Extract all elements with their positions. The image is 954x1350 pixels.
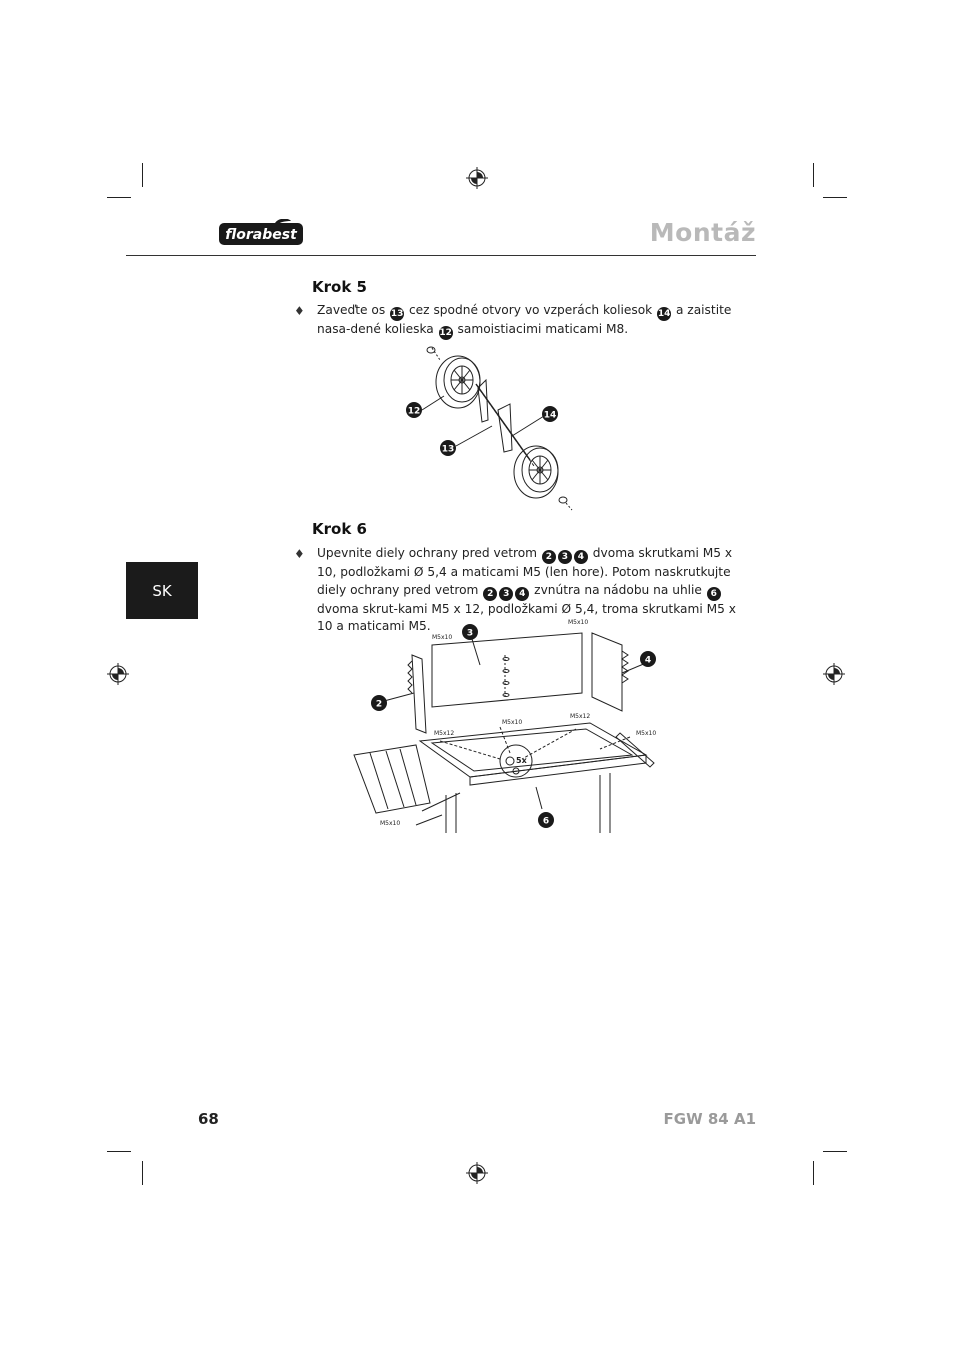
crop-mark: [107, 1151, 131, 1152]
part-number-badge: 14: [657, 307, 672, 321]
step5-wheel-assembly-figure: 12 14 13: [406, 346, 573, 511]
screw-label: M5x10: [502, 719, 522, 726]
screw-label: M5x10: [432, 634, 452, 641]
quantity-label: 5x: [516, 756, 528, 765]
screw-label: M5x10: [636, 730, 656, 737]
crop-mark: [813, 1161, 814, 1185]
part-label: 6: [543, 817, 549, 827]
brand-name: florabest: [225, 227, 298, 243]
crop-mark: [142, 1161, 143, 1185]
header-divider: [126, 255, 756, 256]
part-label: 2: [376, 700, 382, 710]
brand-logo: florabest: [219, 218, 303, 245]
crop-mark: [823, 1151, 847, 1152]
step6-heading: Krok 6: [312, 520, 367, 538]
step5-heading: Krok 5: [312, 278, 367, 296]
crop-mark: [107, 197, 131, 198]
part-label: 4: [645, 656, 651, 666]
part-label: 12: [408, 407, 421, 417]
part-number-badge: 13: [390, 307, 405, 321]
page-title: Montáž: [649, 218, 756, 247]
part-label: 13: [442, 445, 455, 455]
screw-label: M5x12: [434, 730, 454, 737]
step5-instructions: Zaveďte os 13 cez spodné otvory vo vzper…: [317, 303, 732, 340]
part-number-badge: 6: [706, 586, 721, 601]
part-number-badge: 4: [515, 586, 530, 601]
crop-mark: [142, 163, 143, 187]
screw-label: M5x10: [568, 619, 588, 626]
screw-label: M5x12: [570, 713, 590, 720]
bullet-icon: ♦: [294, 304, 305, 318]
model-number: FGW 84 A1: [663, 1110, 756, 1128]
part-number-badge: 12: [438, 326, 453, 340]
crop-mark: [813, 163, 814, 187]
screw-label: M5x10: [380, 820, 400, 827]
bullet-icon: ♦: [294, 547, 305, 561]
page-number: 68: [198, 1110, 219, 1128]
part-number-badge: 3: [499, 586, 514, 601]
part-number-badge: 4: [573, 550, 588, 564]
registration-mark-icon: [466, 167, 488, 189]
registration-mark-icon: [823, 663, 845, 685]
part-number-badge: 2: [483, 586, 498, 601]
crop-mark: [823, 197, 847, 198]
part-number-badge: 2: [541, 550, 556, 564]
part-label: 14: [544, 411, 557, 421]
language-tab: SK: [126, 562, 198, 619]
part-label: 3: [467, 629, 473, 639]
registration-mark-icon: [107, 663, 129, 685]
part-number-badge: 3: [557, 550, 572, 564]
registration-mark-icon: [466, 1162, 488, 1184]
language-label: SK: [152, 581, 172, 600]
step6-windshield-assembly-figure: 3 4 2 6 M5x10 M5x10 M5x12 M5x10 M5x12 M5…: [353, 619, 656, 833]
